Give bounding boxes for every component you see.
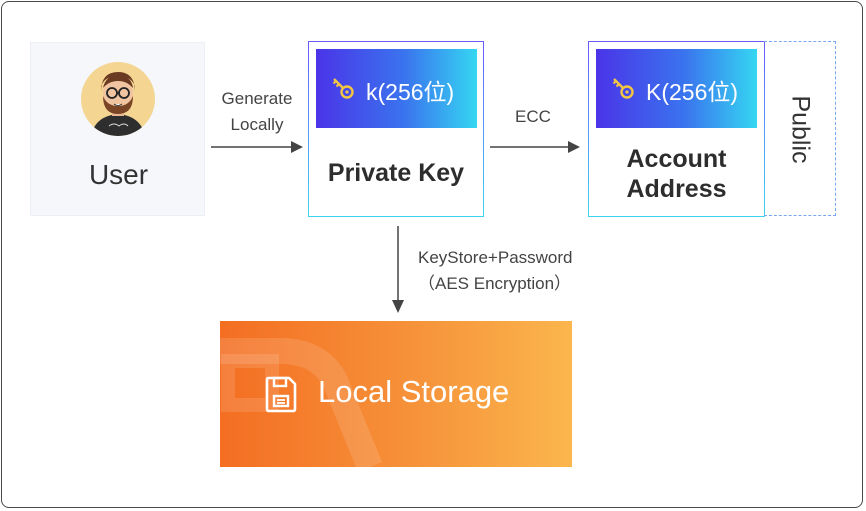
local-storage-label: Local Storage: [318, 374, 510, 409]
save-disk-icon: [265, 376, 297, 413]
user-card: User: [30, 42, 205, 216]
keystore-label-line2: （AES Encryption）: [418, 274, 572, 293]
arrow-private-to-account: [490, 141, 580, 153]
private-key-header: k(256位): [316, 49, 477, 128]
account-title-line1: Account: [626, 145, 727, 173]
keystore-label-line1: KeyStore+Password: [418, 248, 573, 267]
private-key-box: k(256位) Private Key: [308, 41, 484, 217]
key-icon: [612, 78, 634, 99]
account-key-header: K(256位): [596, 49, 757, 128]
storage-watermark: [220, 338, 383, 467]
account-address-box: K(256位) Account Address: [588, 41, 765, 217]
local-storage-box: Local Storage: [220, 321, 572, 467]
private-key-header-text: k(256位): [366, 79, 455, 105]
generate-label-line1: Generate: [221, 89, 293, 108]
generate-label-line2: Locally: [230, 115, 284, 134]
account-key-header-text: K(256位): [646, 79, 739, 105]
ecc-label: ECC: [515, 107, 551, 126]
public-label: Public: [786, 95, 815, 164]
generate-locally-label: Generate Locally: [212, 86, 302, 138]
keystore-label: KeyStore+Password （AES Encryption）: [418, 245, 614, 297]
account-address-title: Account Address: [589, 144, 764, 204]
arrow-user-to-private-key: [211, 141, 303, 153]
arrow-private-to-storage: [392, 226, 404, 313]
private-key-title: Private Key: [327, 159, 465, 187]
user-avatar: [81, 62, 155, 136]
public-box: Public: [764, 41, 836, 216]
key-icon: [332, 78, 354, 99]
account-title-line2: Address: [626, 175, 727, 203]
user-label: User: [88, 159, 149, 190]
